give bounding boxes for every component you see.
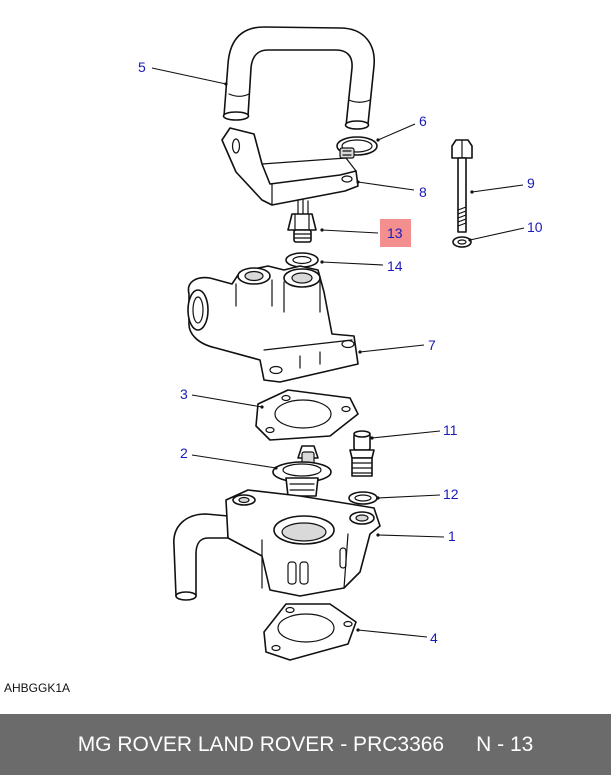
part-8-bracket[interactable] (221, 127, 359, 206)
part-7-housing[interactable] (187, 265, 359, 383)
part-5-hose[interactable] (222, 26, 375, 130)
callout-11[interactable]: 11 (443, 422, 458, 438)
callout-1[interactable]: 1 (448, 528, 456, 544)
leader-lines (151, 67, 525, 638)
exploded-parts-diagram: 5 6 8 9 10 13 14 7 3 2 11 12 1 4 AHBGGK1… (4, 26, 543, 695)
part-11-stub-pipe[interactable] (349, 430, 375, 477)
diagram-reference-code: AHBGGK1A (4, 681, 70, 695)
part-6-hose-clip[interactable] (336, 136, 378, 159)
callout-2[interactable]: 2 (180, 445, 188, 461)
part-9-bolt[interactable] (451, 139, 473, 233)
footer-page-number: N - 13 (476, 732, 534, 756)
callout-14[interactable]: 14 (387, 258, 403, 274)
callout-7[interactable]: 7 (428, 337, 436, 353)
part-2-thermostat[interactable] (272, 445, 332, 497)
part-12-o-ring[interactable] (348, 491, 378, 505)
callout-13-highlight (380, 219, 411, 247)
callout-8[interactable]: 8 (419, 184, 427, 200)
part-10-spring-washer[interactable] (452, 236, 472, 248)
part-4-gasket[interactable] (263, 603, 357, 661)
callout-10[interactable]: 10 (527, 219, 543, 235)
part-13-sensor[interactable] (287, 198, 317, 243)
callout-5[interactable]: 5 (138, 59, 146, 75)
callout-12[interactable]: 12 (443, 486, 459, 502)
part-1-housing[interactable] (173, 489, 381, 601)
part-14-washer[interactable] (285, 252, 319, 268)
footer-title: MG ROVER LAND ROVER - PRC3366 (77, 732, 445, 756)
callout-3[interactable]: 3 (180, 386, 188, 402)
footer-bar: MG ROVER LAND ROVER - PRC3366 N - 13 (0, 714, 611, 775)
callout-4[interactable]: 4 (430, 630, 438, 646)
callout-labels: 5 6 8 9 10 13 14 7 3 2 11 12 1 4 (138, 59, 543, 646)
part-3-gasket[interactable] (255, 389, 359, 441)
callout-9[interactable]: 9 (527, 175, 535, 191)
callout-6[interactable]: 6 (419, 113, 427, 129)
callout-13[interactable]: 13 (387, 225, 403, 241)
